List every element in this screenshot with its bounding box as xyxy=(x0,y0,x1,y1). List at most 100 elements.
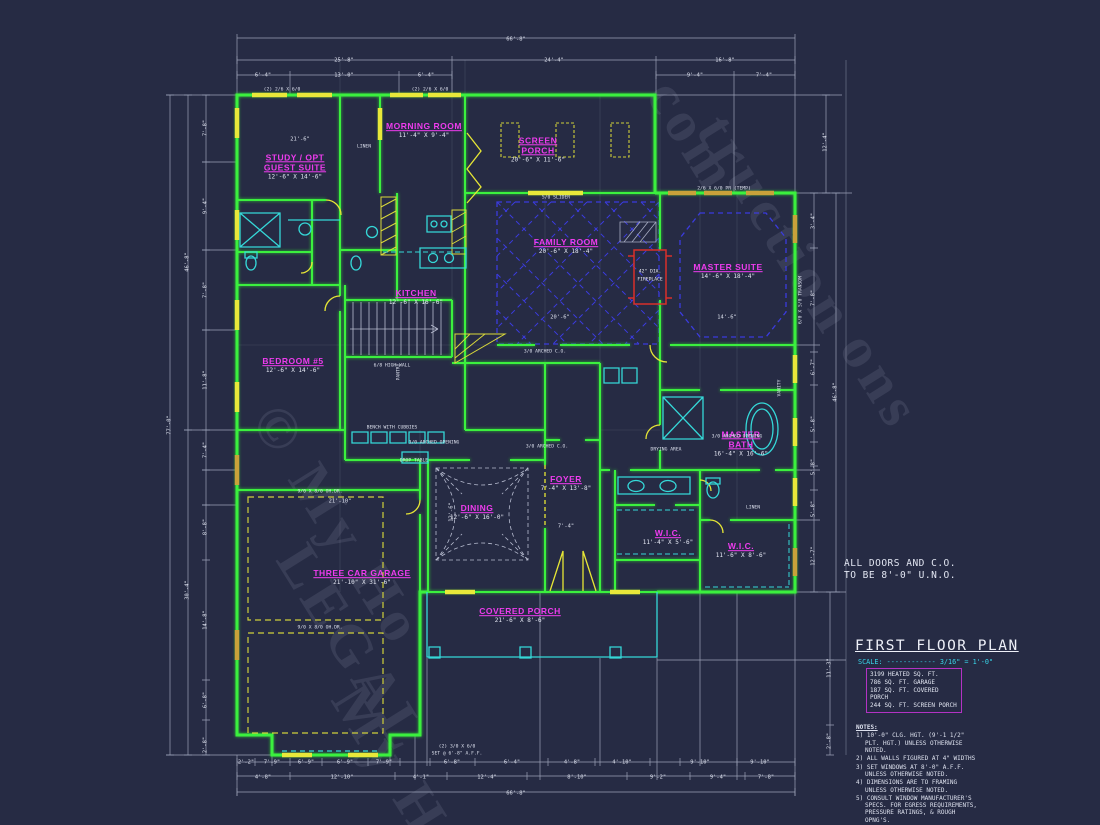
tag-window-1: (2) 2/6 X 6/0 xyxy=(263,86,301,92)
dim: 13'-0" xyxy=(334,71,354,79)
tag-fireplace: FIREPLACE xyxy=(637,276,663,282)
dim: 3'-4" xyxy=(809,212,817,230)
dim: 5'-8" xyxy=(809,458,817,476)
dim-right-overall: 46'-8" xyxy=(831,382,839,402)
tag-window-3: 2/6 X 6/0 PR (TEMP) xyxy=(697,185,751,191)
area-screen-porch: 244 SQ. FT. SCREEN PORCH xyxy=(870,702,957,710)
garden-tub xyxy=(745,402,779,456)
area-garage: 786 SQ. FT. GARAGE xyxy=(870,678,936,686)
dim: 7'-8" xyxy=(809,289,817,307)
dim: 7'-8" xyxy=(757,773,775,781)
dim: 2'-8" xyxy=(825,732,833,750)
dim: 11'-3" xyxy=(825,658,833,678)
dim: 4'-10" xyxy=(612,758,632,766)
dim: 12'-7" xyxy=(809,546,817,566)
dim: 4'-8" xyxy=(563,758,581,766)
svg-text:truction: truction xyxy=(684,102,870,347)
dim: 12'-6" xyxy=(447,502,455,522)
screen-porch-columns xyxy=(500,122,630,158)
dim: 12'-10" xyxy=(330,773,354,781)
tag-vanity: VANITY xyxy=(776,379,782,397)
area-covered-porch: 187 SQ. FT. COVERED PORCH xyxy=(870,686,939,702)
doors-note: ALL DOORS AND C.O. TO BE 8'-0" U.N.O. xyxy=(844,558,956,581)
covered-porch-outline xyxy=(426,592,658,658)
kitchen-sink xyxy=(427,252,439,264)
guest-toilet xyxy=(245,255,257,271)
tag-drop-table: DROP TABLE xyxy=(399,457,429,463)
plan-scale: SCALE: ------------ 3/16" = 1'-0" xyxy=(858,658,994,666)
dim: 16'-8" xyxy=(715,56,735,64)
tag-arched-opening-1: 3/0 ARCHED OPENING xyxy=(408,439,460,445)
tag-drying-area: DRYING AREA xyxy=(650,446,682,452)
dim: 7'-4" xyxy=(201,441,209,459)
tag-slider: 5/0 SLIDER xyxy=(541,194,571,200)
family-room-ceiling-pattern xyxy=(496,201,660,345)
dim: 9'-4" xyxy=(709,773,727,781)
powder-toilet xyxy=(350,255,362,271)
dim: 14'-8" xyxy=(201,610,209,630)
stair-treads xyxy=(350,302,442,355)
area-summary-box: 3199 HEATED SQ. FT. 786 SQ. FT. GARAGE 1… xyxy=(866,668,962,713)
walls-interior xyxy=(237,95,795,593)
tag-high-wall: 6/8 HIGH WALL xyxy=(373,362,411,368)
dining-ceiling-pattern xyxy=(435,467,529,561)
windows-yellow xyxy=(234,92,798,758)
area-heated: 3199 HEATED SQ. FT. xyxy=(870,671,939,678)
dim: 21'-6" xyxy=(290,135,310,143)
dim: 4'-1" xyxy=(412,773,430,781)
dim: 5'-8" xyxy=(809,500,817,518)
dim: 7'-9" xyxy=(375,758,393,766)
tag-arched-opening-2: 3/0 ARCHED OPENING xyxy=(711,433,763,439)
wic-shelves xyxy=(383,251,790,588)
dim: 7'-9" xyxy=(263,758,281,766)
dim-top-overall: 66'-8" xyxy=(506,35,526,43)
plan-title: FIRST FLOOR PLAN xyxy=(855,638,1019,654)
dim: 7'-8" xyxy=(201,119,209,137)
tag-window-2: (2) 2/6 X 6/0 xyxy=(411,86,449,92)
kitchen-range xyxy=(426,215,452,233)
dim: 9'-4" xyxy=(686,71,704,79)
guest-sink xyxy=(298,222,312,236)
dim: 14'-6" xyxy=(717,313,737,321)
dim: 8'-8" xyxy=(201,518,209,536)
dim: 8'-10" xyxy=(567,773,587,781)
dim: 11'-8" xyxy=(201,370,209,390)
note-4: 4) DIMENSIONS ARE TO FRAMING UNLESS OTHE… xyxy=(856,779,958,794)
dim: 25'-8" xyxy=(334,56,354,64)
dim: 9'-2" xyxy=(649,773,667,781)
dim-bottom-overall: 66'-8" xyxy=(506,789,526,797)
note-3: 3) SET WINDOWS AT 8'-0" A.F.F. UNLESS OT… xyxy=(856,763,965,778)
fixtures-cyan xyxy=(239,212,790,752)
kitchen-island xyxy=(419,247,467,269)
tag-bay-window: (2) 3/0 X 6/0 xyxy=(438,743,476,749)
master-vanity xyxy=(617,476,691,495)
tag-arched-co-2: 3/0 ARCHED C.O. xyxy=(523,348,567,354)
dim: 2'-2" xyxy=(237,758,255,766)
dim: 6'-4" xyxy=(417,71,435,79)
note-1: 1) 10'-0" CLG. HGT. (9'-1 1/2" PLT. HGT.… xyxy=(856,732,965,754)
tag-arched-co-1: 3/0 ARCHED C.O. xyxy=(525,443,569,449)
drop-table xyxy=(401,451,429,464)
porch-columns xyxy=(428,646,622,659)
guest-shower xyxy=(239,212,281,248)
room-label-wic-right: W.I.C.11'-6" X 8'-6" xyxy=(715,541,767,559)
tag-linen-2: LINEN xyxy=(745,504,761,510)
dim: 7'-4" xyxy=(557,522,575,530)
fireplace-outline xyxy=(628,249,672,305)
dim: 6'-8" xyxy=(201,691,209,709)
mud-cubbies xyxy=(351,431,445,444)
notes-block: NOTES: 1) 10'-0" CLG. HGT. (9'-1 1/2" PL… xyxy=(856,724,980,825)
dim: 6'-4" xyxy=(503,758,521,766)
dim: 12'-4" xyxy=(477,773,497,781)
room-label-wic-left: W.I.C.11'-4" X 5'-6" xyxy=(642,528,694,546)
dim: 4'-8" xyxy=(254,773,272,781)
